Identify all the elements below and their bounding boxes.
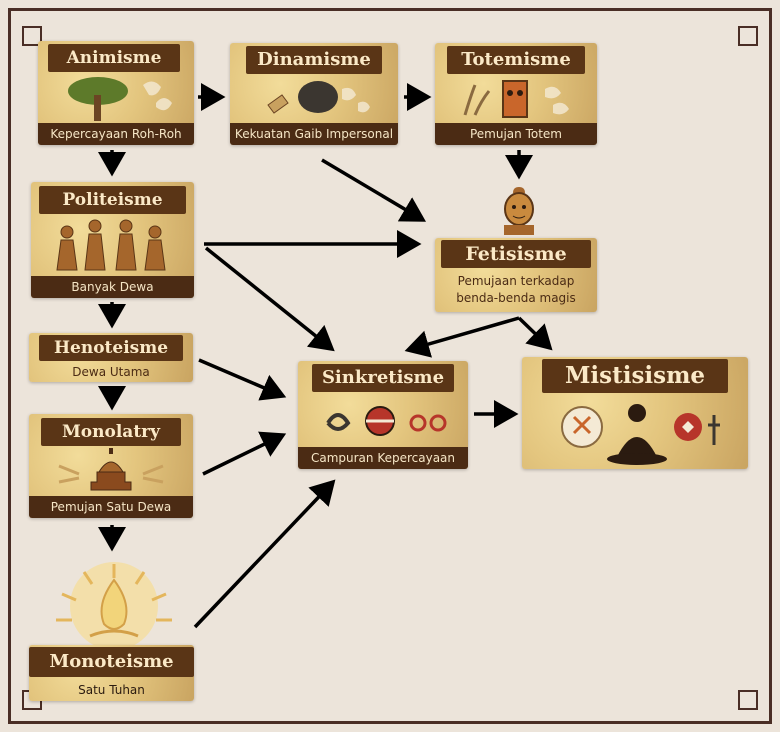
frame-corner <box>22 26 42 46</box>
arrow-politeisme-sinkretisme <box>204 246 335 352</box>
node-title: Henoteisme <box>39 335 183 361</box>
mixed-symbols-icon <box>298 393 468 447</box>
node-sinkretisme: Sinkretisme Campuran Kepercayaan <box>298 361 468 469</box>
totem-icon <box>435 75 597 123</box>
node-title: Totemisme <box>447 46 585 74</box>
temple-icon <box>29 446 193 496</box>
tree-icon <box>38 73 194 123</box>
frame-corner <box>738 690 758 710</box>
node-title: Dinamisme <box>246 46 382 74</box>
node-politeisme: Politeisme Banyak Dewa <box>31 182 194 298</box>
node-monoteisme: Monoteisme Satu Tuhan <box>29 645 194 701</box>
node-totemisme: Totemisme Pemujan Totem <box>435 43 597 145</box>
node-title: Mistisisme <box>542 359 728 393</box>
node-subtitle: Kekuatan Gaib Impersonal <box>230 123 398 145</box>
node-subtitle: Satu Tuhan <box>78 683 145 697</box>
node-subtitle: Campuran Kepercayaan <box>298 447 468 469</box>
node-monolatry: Monolatry Pemujan Satu Dewa <box>29 414 193 518</box>
node-subtitle: Dewa Utama <box>72 365 150 379</box>
divine-light-icon <box>46 560 182 650</box>
node-subtitle: Banyak Dewa <box>31 276 194 298</box>
frame-corner <box>738 26 758 46</box>
node-fetisisme: Fetisisme Pemujaan terkadap benda-benda … <box>435 238 597 312</box>
diagram-frame <box>8 8 772 724</box>
node-title: Sinkretisme <box>312 364 454 392</box>
node-subtitle: Kepercayaan Roh-Roh <box>38 123 194 145</box>
node-title: Fetisisme <box>441 240 591 268</box>
node-title: Animisme <box>48 44 180 72</box>
deities-icon <box>31 214 194 276</box>
arrow-monolatry-sinkretisme <box>202 431 287 476</box>
arrow-henoteisme-sinkretisme <box>198 358 287 401</box>
node-subtitle: benda-benda magis <box>456 291 576 305</box>
node-dinamisme: Dinamisme Kekuatan Gaib Impersonal <box>230 43 398 145</box>
idol-icon <box>494 185 544 237</box>
arrow-fetisisme-mistisisme <box>517 316 553 351</box>
node-animisme: Animisme Kepercayaan Roh-Roh <box>38 41 194 145</box>
node-mistisisme: Mistisisme <box>522 357 748 469</box>
node-subtitle: Pemujaan terkadap <box>457 274 575 288</box>
arrow-fetisisme-sinkretisme <box>404 316 520 358</box>
node-title: Monoteisme <box>29 647 194 677</box>
node-henoteisme: Henoteisme Dewa Utama <box>29 333 193 382</box>
node-subtitle: Pemujan Satu Dewa <box>29 496 193 518</box>
arrow-dinamisme-fetisisme <box>321 158 427 222</box>
node-title: Monolatry <box>41 418 181 446</box>
arrow-monoteisme-sinkretisme <box>193 479 336 629</box>
meditating-figure-icon <box>522 395 748 469</box>
charm-objects-icon <box>230 75 398 123</box>
node-subtitle: Pemujan Totem <box>435 123 597 145</box>
node-title: Politeisme <box>39 186 186 214</box>
